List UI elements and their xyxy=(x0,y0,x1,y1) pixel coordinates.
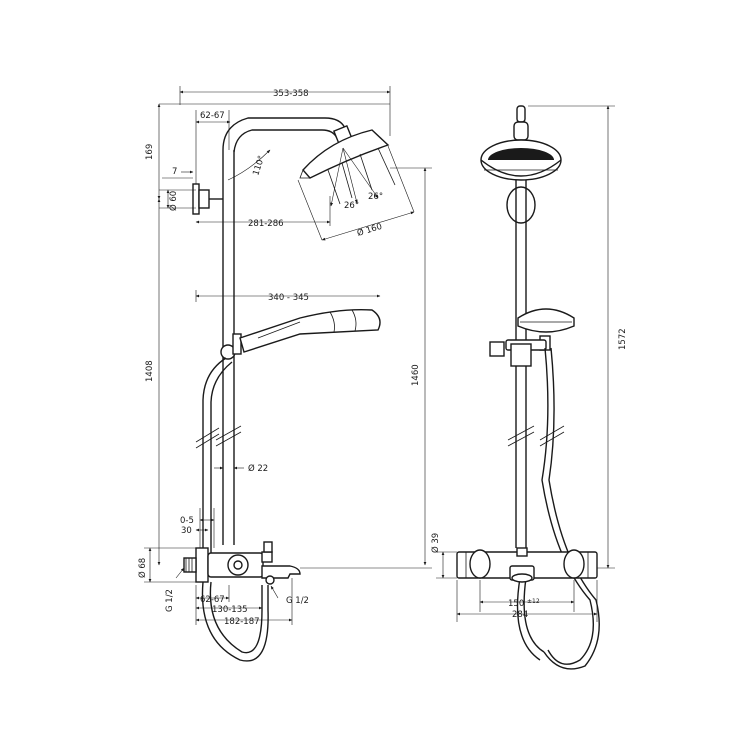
overhead-shower-head xyxy=(297,124,415,241)
hand-shower xyxy=(220,309,381,360)
dim-mixer-width: 284 xyxy=(512,610,528,620)
dim-spout-offset-a: 62-67 xyxy=(200,595,225,605)
dim-spout-offset-c: 182-187 xyxy=(224,617,260,627)
dim-mixer-depth: 30 xyxy=(181,526,192,536)
dim-total-height: 1572 xyxy=(618,328,628,350)
dim-head-diameter: Ø 160 xyxy=(356,221,384,239)
shower-hose xyxy=(195,357,233,560)
front-top-knob xyxy=(513,105,529,141)
dim-spout-offset-b: 130-135 xyxy=(212,605,248,615)
dim-spray-angle-right: 26° xyxy=(368,192,383,202)
dim-head-reach: 281-286 xyxy=(248,219,284,229)
dim-spray-angle-left: 26° xyxy=(344,201,359,211)
side-view: 353-358 62-67 169 7 Ø 60 110° 26° 26° 28… xyxy=(137,86,432,662)
dim-bracket-diameter: Ø 60 xyxy=(168,191,179,211)
front-hand-shower xyxy=(489,308,575,367)
dim-top-height: 169 xyxy=(145,144,155,160)
front-mixer xyxy=(456,547,598,583)
wall-bracket-top xyxy=(192,183,223,215)
dim-inlet-tolerance: ±12 xyxy=(527,598,540,605)
dim-inlet-right: G 1/2 xyxy=(286,596,309,606)
dim-inlet-spacing: 150 xyxy=(508,599,524,609)
dim-bracket-depth: 7 xyxy=(172,167,177,177)
dim-arm-angle: 110° xyxy=(251,154,267,177)
dim-adjust-range: 0-5 xyxy=(180,516,194,526)
side-dimensions xyxy=(144,86,432,625)
front-hose xyxy=(516,347,600,670)
dim-overall-width: 353-358 xyxy=(273,89,309,99)
thermostat-mixer xyxy=(183,541,301,662)
dim-rail-diameter: Ø 22 xyxy=(248,463,268,474)
front-dimensions xyxy=(436,105,615,622)
dim-hand-shower-reach: 340 - 345 xyxy=(268,293,309,303)
dim-inlet-left: G 1/2 xyxy=(165,589,175,612)
dim-outlet-height: 1460 xyxy=(411,364,421,386)
front-view: 1572 Ø 39 150 ±12 284 xyxy=(430,105,628,670)
dim-mixer-diameter: Ø 68 xyxy=(137,558,148,578)
front-shower-head xyxy=(480,139,562,181)
dim-wall-offset-top: 62-67 xyxy=(200,111,225,121)
dim-front-mixer-diameter: Ø 39 xyxy=(430,533,441,553)
dim-rail-height: 1408 xyxy=(145,360,155,382)
